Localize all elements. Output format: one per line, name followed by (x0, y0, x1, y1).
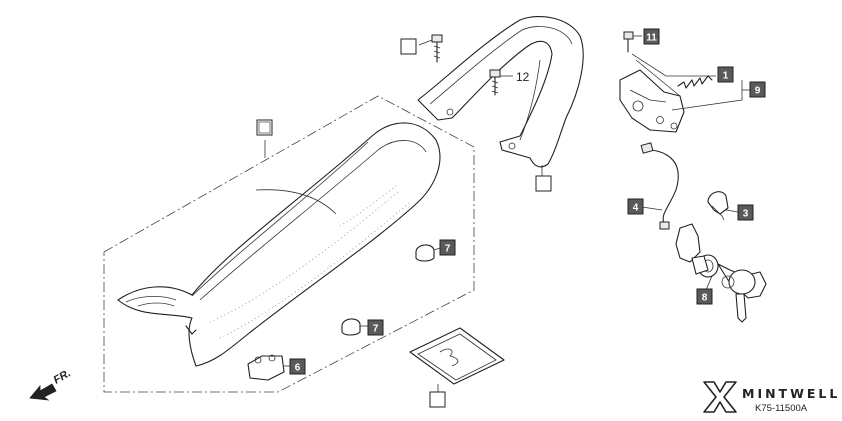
front-arrow-icon (29, 383, 57, 401)
callout-collar-lower-label: 7 (373, 324, 379, 335)
callout-damper-label: 6 (295, 363, 301, 374)
callout-box-rail (535, 175, 552, 192)
seat-assembly-outline (103, 95, 475, 393)
callout-bolt-rear-label: 12 (516, 70, 530, 84)
callout-cable-end: 1 (717, 66, 734, 83)
callout-key-cylinder: 8 (696, 288, 713, 305)
callout-cable-end-label: 1 (723, 71, 729, 82)
callout-cable: 4 (627, 198, 644, 215)
callout-box-sheet (429, 391, 446, 408)
empty-callouts (256, 38, 552, 408)
key-cylinder (675, 223, 767, 323)
cable-clip (707, 191, 739, 221)
callout-collar-lower: 7 (367, 319, 384, 336)
mintwell-brand-text: MINTWELL (742, 386, 840, 401)
diagram-code: K75-11500A (755, 403, 808, 414)
collar-lower (341, 318, 368, 336)
bolt-rail-left (418, 34, 443, 63)
callout-collar-upper: 7 (439, 239, 456, 256)
mintwell-logo: MINTWELL K75-11500A (703, 381, 840, 414)
mintwell-logo-mark-icon (703, 381, 737, 413)
callout-latch: 9 (749, 81, 766, 98)
callout-cable-label: 4 (633, 203, 639, 214)
seat (117, 122, 441, 367)
label-sheet (409, 327, 505, 392)
callout-latch-bolt-label: 11 (646, 33, 657, 44)
collar-upper (415, 244, 441, 262)
callout-collar-upper-label: 7 (445, 244, 451, 255)
damper (247, 354, 290, 381)
grab-rail (417, 16, 584, 168)
callout-key-cylinder-label: 8 (702, 293, 708, 304)
callout-damper: 6 (289, 358, 306, 375)
callout-latch-bolt: 11 (643, 28, 660, 45)
callout-clip: 3 (737, 204, 754, 221)
bolt-rail-right (489, 69, 513, 96)
front-direction-indicator: FR. (29, 367, 73, 401)
callout-clip-label: 3 (743, 209, 749, 220)
latch-bolt (623, 31, 642, 53)
front-direction-label: FR. (52, 367, 73, 386)
callout-box-rail-bolt (400, 38, 417, 55)
seat-cable (640, 142, 679, 230)
latch-leaders (631, 53, 750, 111)
seat-latch (619, 69, 713, 133)
callout-latch-label: 9 (755, 86, 761, 97)
